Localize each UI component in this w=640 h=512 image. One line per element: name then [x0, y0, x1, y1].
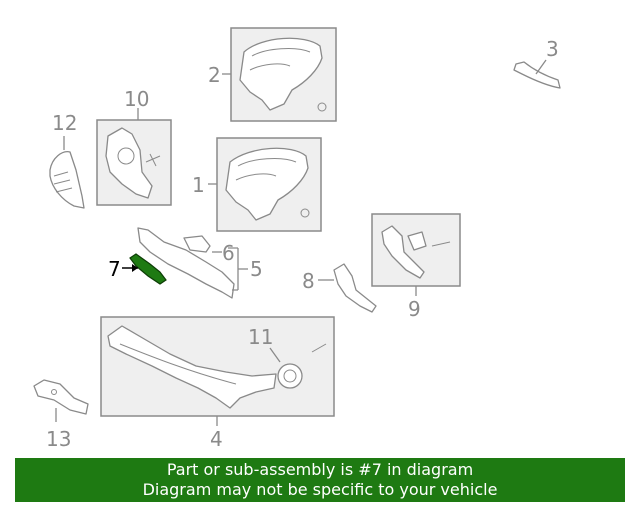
callout-4[interactable]: 4: [210, 427, 223, 451]
part-4-box: [100, 316, 335, 417]
part-11-shape: [277, 363, 303, 389]
part-5-shape: [137, 227, 235, 299]
part-1-detail: [235, 158, 297, 181]
part-1-bolt-hole: [300, 208, 310, 218]
part-9-shape: [381, 225, 425, 279]
callout-12[interactable]: 12: [52, 111, 77, 135]
banner-line-1: Part or sub-assembly is #7 in diagram: [166, 460, 474, 479]
part-5-group[interactable]: 5: [137, 227, 263, 299]
part-13-group[interactable]: 13: [33, 379, 89, 451]
callout-13[interactable]: 13: [46, 427, 71, 451]
part-9-bolt: [431, 241, 451, 247]
callout-10[interactable]: 10: [124, 87, 149, 111]
part-13-shape: [33, 379, 89, 415]
part-12-louvers: [53, 171, 73, 193]
part-10-hole: [117, 147, 135, 165]
part-4-detail: [119, 343, 237, 385]
part-11-screw: [311, 343, 327, 353]
part-10-bolt: [145, 153, 161, 167]
callout-5[interactable]: 5: [250, 257, 263, 281]
part-1-shape: [225, 147, 309, 221]
callout-3[interactable]: 3: [546, 37, 559, 61]
part-2-shape: [239, 37, 323, 111]
part-6-group[interactable]: 6: [183, 235, 235, 265]
callout-9[interactable]: 9: [408, 297, 421, 321]
leader-11: [269, 347, 281, 363]
callout-7[interactable]: 7: [108, 257, 121, 281]
part-8-group[interactable]: 8: [302, 263, 377, 313]
part-7-shape: [129, 253, 167, 285]
part-10-group[interactable]: 10: [96, 87, 172, 206]
part-2-bolt-hole: [317, 102, 327, 112]
leader-3: [535, 59, 547, 75]
callout-11[interactable]: 11: [248, 325, 273, 349]
part-11-inner: [283, 369, 297, 383]
part-13-hole: [51, 389, 57, 395]
part-9-clip: [407, 231, 427, 251]
callout-1[interactable]: 1: [192, 173, 205, 197]
notice-banner: Part or sub-assembly is #7 in diagram Di…: [15, 458, 625, 502]
part-9-group[interactable]: 9: [371, 213, 461, 321]
callout-8[interactable]: 8: [302, 269, 315, 293]
callout-6[interactable]: 6: [222, 241, 235, 265]
banner-line-2: Diagram may not be specific to your vehi…: [142, 480, 498, 499]
part-2-detail: [249, 48, 311, 71]
part-12-shape: [49, 151, 85, 209]
part-12-group[interactable]: 12: [49, 111, 85, 209]
leader-7-arrow: [132, 264, 138, 272]
part-11-group[interactable]: 11: [248, 325, 327, 389]
part-3-shape: [513, 61, 561, 89]
part-7-group[interactable]: 7: [108, 253, 167, 285]
part-3-group[interactable]: 3: [513, 37, 561, 89]
callout-2[interactable]: 2: [208, 63, 221, 87]
part-8-shape: [333, 263, 377, 313]
part-4-shape: [107, 325, 277, 409]
part-1-group[interactable]: 1: [192, 137, 322, 232]
part-2-group[interactable]: 2: [208, 27, 337, 122]
part-6-shape: [183, 235, 211, 253]
